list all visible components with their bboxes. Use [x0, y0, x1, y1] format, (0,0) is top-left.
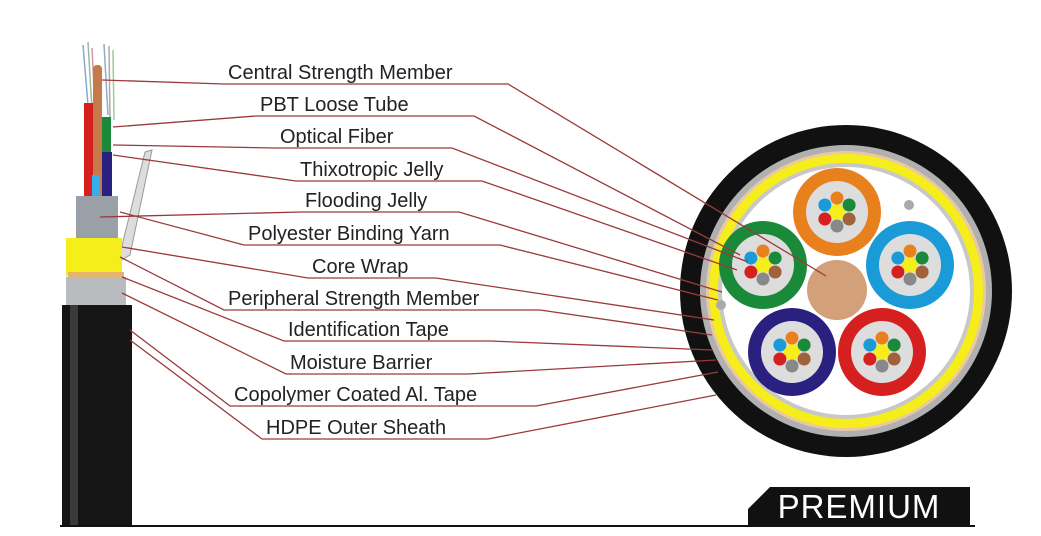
optical-fiber — [842, 212, 856, 226]
core-wrap-layer — [76, 196, 118, 242]
optical-fiber — [785, 359, 799, 373]
loose-tube — [719, 221, 807, 309]
label-thixotropic-jelly: Thixotropic Jelly — [300, 159, 444, 181]
blue-loose-tube — [92, 175, 100, 208]
optical-fiber — [830, 219, 844, 233]
optical-fiber — [773, 338, 787, 352]
label-hdpe-outer-sheath: HDPE Outer Sheath — [266, 417, 447, 439]
leader-line — [119, 256, 713, 336]
optical-fiber — [797, 352, 811, 366]
optical-fiber — [863, 338, 877, 352]
optical-fiber — [887, 338, 901, 352]
optical-fiber — [818, 212, 832, 226]
optical-fiber — [756, 272, 770, 286]
optical-fiber — [756, 244, 770, 258]
cable-side-view — [62, 41, 153, 525]
optical-fiber — [875, 331, 889, 345]
leader-line — [121, 246, 715, 321]
optical-fiber — [915, 265, 929, 279]
moisture-barrier-layer — [68, 272, 124, 278]
label-pbt-loose-tube: PBT Loose Tube — [260, 94, 409, 116]
optical-fiber — [773, 352, 787, 366]
tube-center — [902, 257, 918, 273]
optical-fiber — [768, 265, 782, 279]
central-strength-member-rod — [93, 65, 102, 208]
optical-fiber — [830, 191, 844, 205]
optical-fiber — [891, 251, 905, 265]
premium-badge: PREMIUM — [748, 487, 970, 525]
strength-yarn-layer — [66, 238, 122, 276]
label-copolymer-coated-al-tape: Copolymer Coated Al. Tape — [234, 384, 478, 406]
optical-fiber — [891, 265, 905, 279]
ripcord — [716, 300, 726, 310]
optical-fiber — [887, 352, 901, 366]
central-strength-member — [807, 260, 867, 320]
leader-line — [129, 339, 717, 440]
leader-line — [112, 144, 749, 263]
leader-line — [129, 329, 719, 407]
tube-center — [829, 204, 845, 220]
sheath-highlight — [70, 305, 78, 525]
leader-line — [112, 115, 741, 256]
optical-fiber — [915, 251, 929, 265]
loose-tube — [866, 221, 954, 309]
optical-fiber — [903, 244, 917, 258]
optical-fiber — [744, 251, 758, 265]
loose-tube — [838, 308, 926, 396]
ripcord — [904, 200, 914, 210]
leader-lines — [99, 79, 827, 440]
optical-fiber — [903, 272, 917, 286]
optical-fiber — [863, 352, 877, 366]
tube-center — [784, 344, 800, 360]
label-flooding-jelly: Flooding Jelly — [305, 190, 428, 212]
optical-fiber — [744, 265, 758, 279]
leader-line — [121, 276, 713, 351]
aluminium-tape-layer — [66, 277, 126, 307]
label-core-wrap: Core Wrap — [312, 256, 409, 278]
label-peripheral-strength-member: Peripheral Strength Member — [228, 288, 480, 310]
label-identification-tape: Identification Tape — [288, 319, 449, 341]
loose-tube — [793, 168, 881, 256]
identification-tape-strip — [117, 149, 153, 264]
loose-tube — [748, 308, 836, 396]
optical-fiber — [768, 251, 782, 265]
optical-fiber — [797, 338, 811, 352]
tube-center — [874, 344, 890, 360]
cable-cross-section — [680, 125, 1012, 457]
leader-line — [112, 154, 738, 271]
label-central-strength-member: Central Strength Member — [228, 62, 453, 84]
leader-line — [101, 79, 827, 277]
leader-line — [119, 211, 719, 301]
leader-line — [99, 211, 723, 293]
label-polyester-binding-yarn: Polyester Binding Yarn — [248, 223, 450, 245]
label-moisture-barrier: Moisture Barrier — [290, 352, 433, 374]
label-optical-fiber: Optical Fiber — [280, 126, 394, 148]
tube-center — [755, 257, 771, 273]
optical-fiber — [875, 359, 889, 373]
optical-fiber — [785, 331, 799, 345]
navy-loose-tube — [102, 152, 112, 208]
optical-fiber — [818, 198, 832, 212]
leader-line — [121, 292, 717, 375]
optical-fiber — [842, 198, 856, 212]
red-loose-tube — [84, 103, 93, 208]
